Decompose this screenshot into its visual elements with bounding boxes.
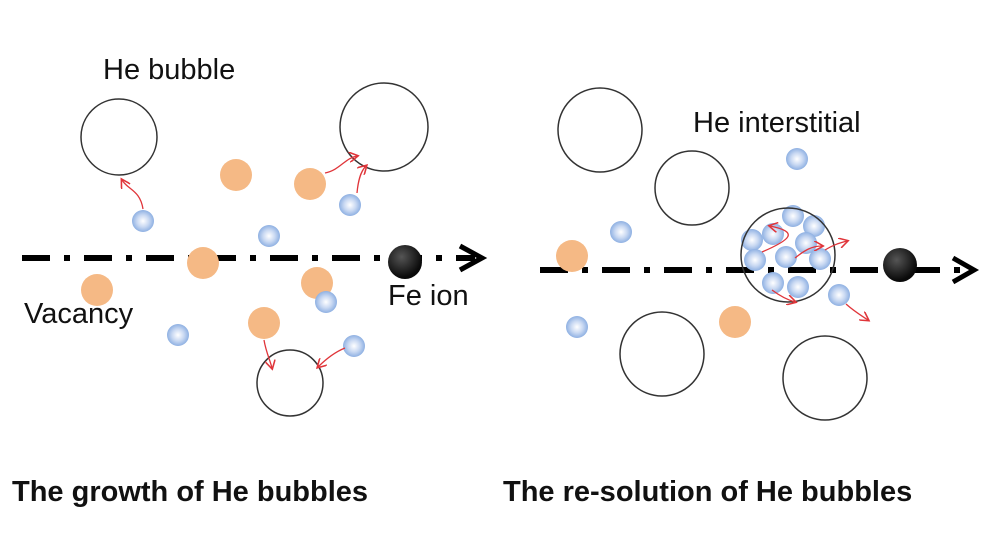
right-panel xyxy=(540,87,980,421)
vacancy xyxy=(719,306,751,338)
he-bubble xyxy=(619,311,705,397)
he-bubble-label: He bubble xyxy=(103,54,236,86)
fe-ion xyxy=(388,245,422,279)
he-atom xyxy=(782,205,804,227)
arrow xyxy=(794,246,822,259)
he-atom xyxy=(339,194,361,216)
vacancy xyxy=(81,274,113,306)
he-atoms xyxy=(132,194,365,357)
vacancies xyxy=(81,159,333,339)
fe-ion-label: Fe ion xyxy=(388,280,469,312)
he-atom xyxy=(809,248,831,270)
vacancy xyxy=(187,247,219,279)
arrow xyxy=(761,226,789,253)
he-bubble xyxy=(654,150,730,226)
left-panel xyxy=(22,82,488,417)
arrow xyxy=(263,339,272,368)
vacancy xyxy=(556,240,588,272)
vacancy xyxy=(301,267,333,299)
he-atom xyxy=(828,284,850,306)
left-panel-title: The growth of He bubbles xyxy=(12,476,369,508)
he-atom xyxy=(741,229,763,251)
he-atom xyxy=(258,225,280,247)
right-panel-title: The re-solution of He bubbles xyxy=(503,476,913,508)
ion-track-arrowhead xyxy=(458,243,488,273)
he-bubble xyxy=(339,82,429,172)
arrow xyxy=(356,166,366,194)
migration-arrows xyxy=(122,156,366,368)
he-atom xyxy=(132,210,154,232)
he-bubble xyxy=(782,335,868,421)
arrow xyxy=(122,180,144,210)
he-atom xyxy=(744,249,766,271)
vacancy xyxy=(294,168,326,200)
vacancy-label: Vacancy xyxy=(24,298,134,330)
he-bubble xyxy=(557,87,643,173)
he-atom xyxy=(762,272,784,294)
arrow xyxy=(824,241,847,251)
vacancy xyxy=(248,307,280,339)
arrow xyxy=(324,156,357,174)
arrow xyxy=(845,303,868,320)
vacancy xyxy=(220,159,252,191)
fe-ion xyxy=(883,248,917,282)
he-atom xyxy=(343,335,365,357)
he-atom xyxy=(167,324,189,346)
he-bubble xyxy=(256,349,324,417)
he-atom xyxy=(795,232,817,254)
he-atom xyxy=(610,221,632,243)
he-atom xyxy=(775,246,797,268)
he-atom xyxy=(315,291,337,313)
he-atoms xyxy=(566,148,850,338)
he-atom xyxy=(787,276,809,298)
resolution-arrows xyxy=(761,226,868,320)
ion-track-arrowhead xyxy=(951,255,980,285)
he-atom xyxy=(566,316,588,338)
he-atom xyxy=(786,148,808,170)
arrow xyxy=(318,347,346,367)
he-interstitial-label: He interstitial xyxy=(693,107,861,139)
he-bubble xyxy=(80,98,158,176)
arrow xyxy=(771,289,795,302)
